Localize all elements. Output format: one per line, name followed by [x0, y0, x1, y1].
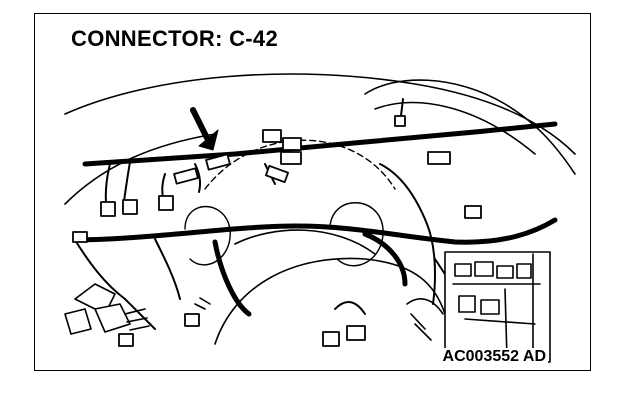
relay-panel — [406, 251, 551, 363]
diagram-frame: CONNECTOR: C-42 AC003552 AD — [34, 13, 591, 371]
pointer-arrow — [190, 107, 219, 151]
diagram-title: CONNECTOR: C-42 — [71, 26, 279, 51]
figure-code: AC003552 AD — [440, 348, 548, 366]
wiring-harness-drawing — [64, 73, 576, 363]
connectors — [72, 115, 482, 347]
main-harness — [72, 121, 558, 317]
left-connector-cluster — [64, 283, 211, 335]
